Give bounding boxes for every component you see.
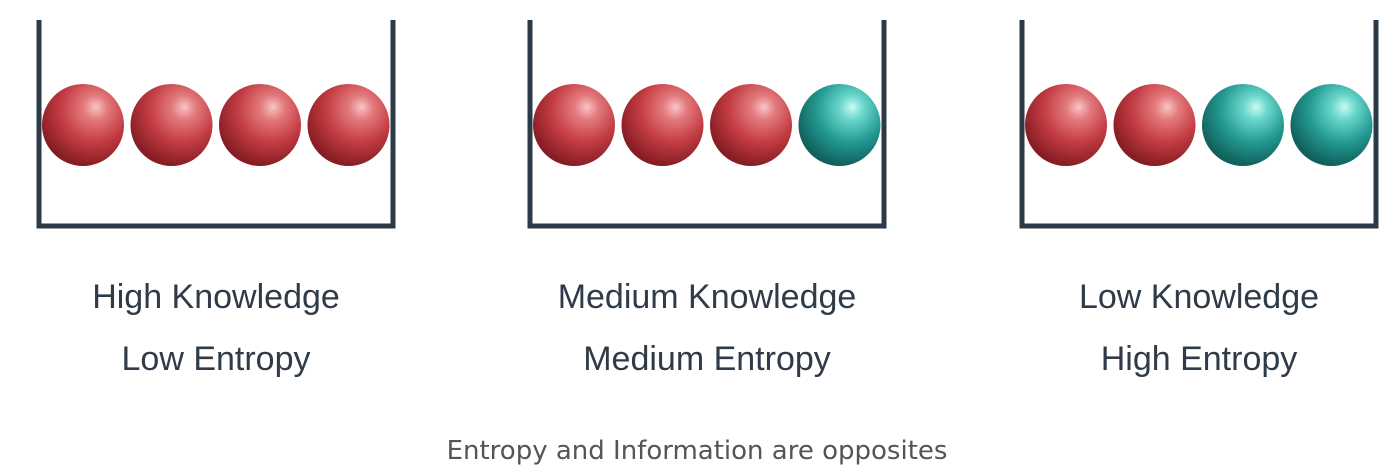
teal-ball (798, 84, 881, 166)
red-ball (130, 84, 213, 166)
red-ball (1113, 84, 1196, 166)
container-3-outline (1019, 20, 1379, 229)
container-3-knowledge-label: Low Knowledge (1078, 278, 1320, 316)
container-1-knowledge-label: High Knowledge (92, 278, 340, 316)
container-2-knowledge-label: Medium Knowledge (557, 278, 857, 316)
figure-caption: Entropy and Information are opposites (446, 436, 948, 466)
container-2 (527, 20, 887, 229)
red-ball (621, 84, 704, 166)
container-3 (1019, 20, 1379, 229)
container-1 (36, 20, 396, 229)
red-ball (710, 84, 792, 166)
container-2-outline (527, 20, 887, 229)
container-1-entropy-label: Low Entropy (121, 340, 311, 378)
red-ball (1025, 84, 1107, 166)
red-ball (533, 84, 615, 166)
container-2-entropy-label: Medium Entropy (583, 340, 831, 378)
teal-ball (1290, 84, 1373, 166)
red-ball (42, 84, 124, 166)
container-1-outline (36, 20, 396, 229)
teal-ball (1202, 84, 1284, 166)
red-ball (307, 84, 390, 166)
red-ball (219, 84, 301, 166)
container-3-entropy-label: High Entropy (1100, 340, 1298, 378)
